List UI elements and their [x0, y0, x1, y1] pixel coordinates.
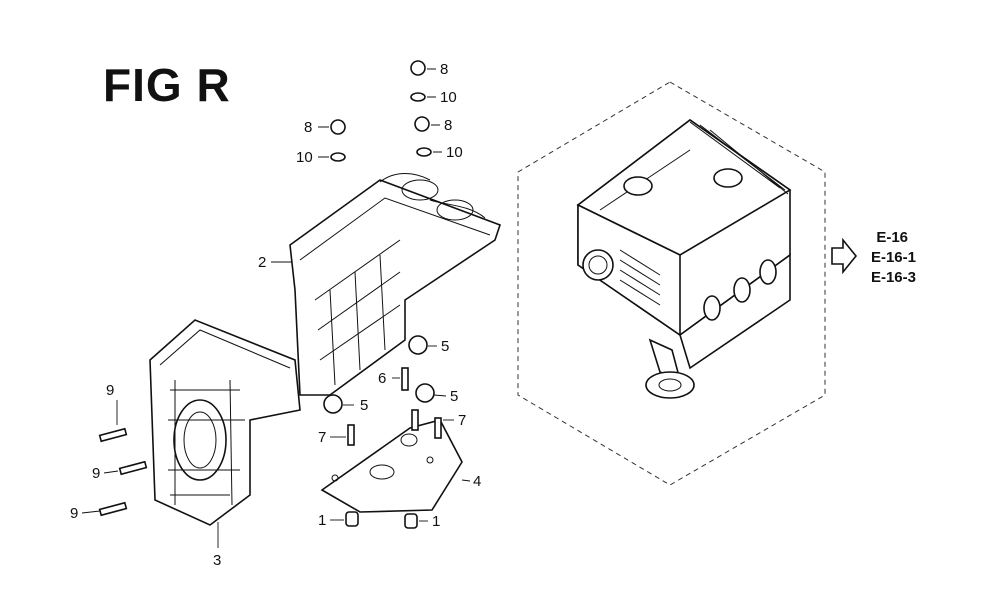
callout-8: 8 [440, 61, 448, 78]
part-2-cover [289, 173, 502, 396]
caps-1 [345, 511, 418, 529]
callout-5: 5 [441, 338, 449, 355]
reference-arrow-icon [831, 237, 858, 275]
callout-10: 10 [440, 89, 457, 106]
nuts-5 [323, 335, 435, 414]
callout-7: 7 [318, 429, 326, 446]
callout-9: 9 [92, 465, 100, 482]
bolts-6-7 [347, 367, 442, 446]
callout-2: 2 [258, 254, 266, 271]
callout-8: 8 [444, 117, 452, 134]
leader-lines [81, 68, 471, 548]
callout-10: 10 [296, 149, 313, 166]
reference-e-16: E-16 [876, 229, 908, 246]
callout-9: 9 [70, 505, 78, 522]
callout-labels: 8 10 8 10 8 10 2 5 6 5 5 7 7 4 1 1 9 9 9… [70, 61, 481, 569]
reference-e-16-1: E-16-1 [870, 249, 916, 266]
callout-9: 9 [106, 382, 114, 399]
bolts-9 [98, 427, 148, 517]
callout-4: 4 [473, 473, 481, 490]
callout-10: 10 [446, 144, 463, 161]
reference-e-16-3: E-16-3 [870, 269, 916, 286]
part-4-plate [320, 419, 463, 513]
muffler-illustration [576, 119, 792, 399]
callout-6: 6 [378, 370, 386, 387]
callout-1: 1 [432, 513, 440, 530]
callout-5: 5 [360, 397, 368, 414]
nuts-washers-8-10 [330, 60, 432, 162]
callout-5: 5 [450, 388, 458, 405]
callout-7: 7 [458, 412, 466, 429]
callout-3: 3 [213, 552, 221, 569]
figure-title: FIG R [103, 59, 231, 111]
reference-hexagon-outline [517, 81, 826, 486]
callout-1: 1 [318, 512, 326, 529]
callout-8: 8 [304, 119, 312, 136]
part-3-bracket [149, 319, 301, 526]
